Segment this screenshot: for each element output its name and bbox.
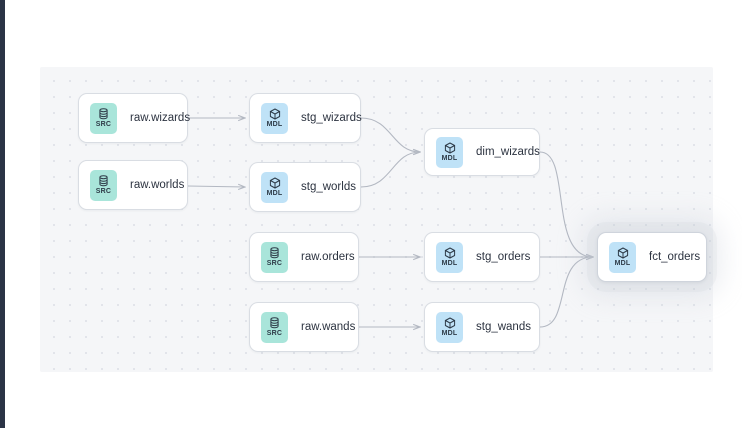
graph-node-stg_orders[interactable]: MDL stg_orders: [424, 232, 540, 282]
graph-node-raw_worlds[interactable]: SRC raw.worlds: [78, 160, 188, 210]
badge-kind-label: MDL: [266, 189, 283, 197]
graph-node-stg_wands[interactable]: MDL stg_wands: [424, 302, 540, 352]
source-badge: SRC: [261, 311, 288, 343]
graph-node-raw_orders[interactable]: SRC raw.orders: [249, 232, 359, 282]
badge-kind-label: SRC: [95, 187, 112, 195]
node-label: dim_wizards: [476, 146, 540, 158]
badge-kind-label: SRC: [95, 120, 112, 128]
model-badge: MDL: [436, 241, 463, 273]
cube-icon: [444, 247, 456, 259]
graph-node-raw_wizards[interactable]: SRC raw.wizards: [78, 93, 191, 143]
badge-kind-label: MDL: [614, 259, 631, 267]
badge-kind-label: MDL: [441, 259, 458, 267]
cube-icon: [444, 317, 456, 329]
model-badge: MDL: [609, 241, 636, 273]
node-label: stg_worlds: [301, 181, 356, 193]
node-label: raw.wizards: [130, 112, 191, 124]
source-badge: SRC: [90, 102, 117, 134]
source-badge: SRC: [261, 241, 288, 273]
model-badge: MDL: [436, 311, 463, 343]
badge-kind-label: MDL: [266, 120, 283, 128]
source-badge: SRC: [90, 169, 117, 201]
graph-node-stg_wizards[interactable]: MDL stg_wizards: [249, 93, 362, 143]
graph-node-stg_worlds[interactable]: MDL stg_worlds: [249, 162, 361, 212]
database-icon: [98, 107, 109, 120]
node-label: fct_orders: [649, 251, 701, 263]
database-icon: [98, 174, 109, 187]
badge-kind-label: SRC: [266, 259, 283, 267]
badge-kind-label: MDL: [441, 154, 458, 162]
node-label: raw.wands: [301, 321, 356, 333]
graph-node-dim_wizards[interactable]: MDL dim_wizards: [424, 128, 540, 176]
node-label: raw.worlds: [130, 179, 185, 191]
node-label: stg_wizards: [301, 112, 362, 124]
cube-icon: [269, 108, 281, 120]
model-badge: MDL: [436, 136, 463, 168]
cube-icon: [444, 142, 456, 154]
database-icon: [269, 316, 280, 329]
graph-node-raw_wands[interactable]: SRC raw.wands: [249, 302, 359, 352]
badge-kind-label: SRC: [266, 329, 283, 337]
node-label: stg_wands: [476, 321, 531, 333]
left-rail: [0, 0, 5, 428]
node-label: stg_orders: [476, 251, 531, 263]
database-icon: [269, 246, 280, 259]
node-label: raw.orders: [301, 251, 355, 263]
model-badge: MDL: [261, 102, 288, 134]
cube-icon: [269, 177, 281, 189]
graph-node-fct_orders[interactable]: MDL fct_orders: [597, 232, 707, 282]
badge-kind-label: MDL: [441, 329, 458, 337]
model-badge: MDL: [261, 171, 288, 203]
cube-icon: [617, 247, 629, 259]
